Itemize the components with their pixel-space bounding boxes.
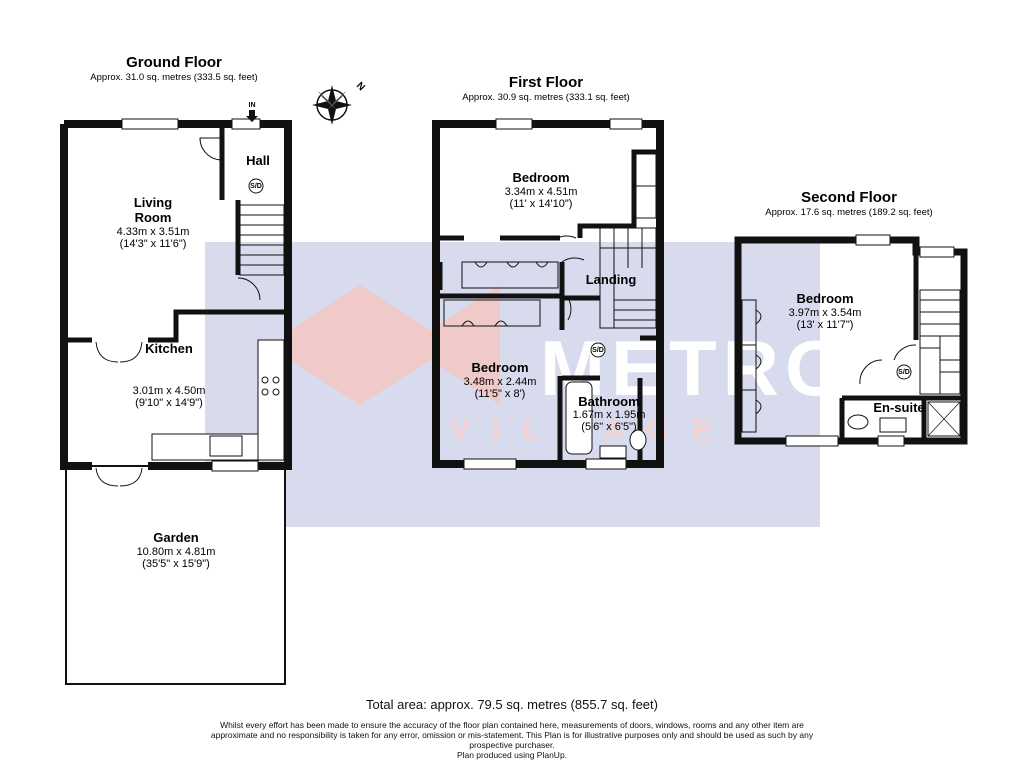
first-smoke-detector-icon bbox=[590, 342, 606, 358]
kitchen-side-units bbox=[257, 339, 285, 461]
ground-floor-plan: S/D IN Hall Living Room 4.33m x 3.51m (1… bbox=[60, 102, 292, 685]
window-bedroom1-b bbox=[609, 118, 643, 130]
kitchen-dim-ft: (9'10" x 14'9") bbox=[135, 397, 203, 409]
ground-floor-area: Approx. 31.0 sq. metres (333.5 sq. feet) bbox=[90, 72, 257, 83]
first-door-swings bbox=[553, 235, 585, 321]
second-floor-plan: S/D Bedroom 3.97m x 3.54m (13' x 11'7") … bbox=[734, 234, 968, 447]
ensuite-label: En-suite bbox=[873, 400, 924, 415]
window-kitchen bbox=[211, 460, 259, 472]
first-floor-title: First Floor bbox=[509, 74, 583, 91]
door-swing-living bbox=[199, 137, 223, 161]
disclaimer-line-2: approximate and no responsibility is tak… bbox=[210, 730, 814, 740]
window-bedroom3 bbox=[855, 234, 891, 246]
smoke-detector-icon bbox=[248, 178, 264, 194]
bedroom2-label: Bedroom bbox=[471, 360, 528, 375]
first-floor-area: Approx. 30.9 sq. metres (333.1 sq. feet) bbox=[462, 92, 629, 103]
window-living bbox=[121, 118, 179, 130]
ground-floor-title: Ground Floor bbox=[126, 54, 222, 71]
entrance-label: IN bbox=[249, 102, 256, 109]
second-door-swings bbox=[859, 344, 917, 385]
hall-label: Hall bbox=[246, 153, 270, 168]
watermark-logo-mark bbox=[290, 285, 500, 405]
compass-icon: N bbox=[312, 80, 367, 125]
second-outer-walls bbox=[734, 236, 968, 445]
kitchen-wall bbox=[64, 309, 288, 343]
second-interior-walls bbox=[839, 252, 964, 441]
window-bathroom bbox=[585, 458, 627, 470]
living-room-label-2: Room bbox=[135, 210, 172, 225]
window-ensuite bbox=[877, 435, 905, 447]
second-floor-title: Second Floor bbox=[801, 189, 897, 206]
watermark: METRO VILLAGE bbox=[205, 242, 846, 527]
kitchen-label: Kitchen bbox=[145, 341, 193, 356]
door-swing-garden bbox=[95, 467, 143, 487]
sink-icon bbox=[209, 435, 243, 457]
hob-icon bbox=[261, 376, 280, 396]
ground-stairs bbox=[239, 204, 285, 276]
shower-tray-lines bbox=[927, 401, 961, 437]
first-stairs bbox=[599, 227, 657, 329]
bedroom2-wall bbox=[440, 293, 565, 330]
bath-icon bbox=[565, 381, 593, 455]
bedroom2-dim-ft: (11'5" x 8') bbox=[475, 388, 526, 400]
bedroom1-label: Bedroom bbox=[512, 170, 569, 185]
second-smoke-detector-label: S/D bbox=[898, 369, 910, 376]
ensuite-toilet-icon bbox=[847, 414, 869, 430]
living-room-label-1: Living bbox=[134, 195, 172, 210]
ensuite-basin-icon bbox=[879, 417, 907, 433]
bathroom-dim-ft: (5'6" x 6'5") bbox=[581, 421, 636, 433]
door-swing-kitchen bbox=[95, 341, 143, 363]
hall-wall bbox=[219, 128, 241, 275]
landing-label: Landing bbox=[586, 272, 637, 287]
entrance-door bbox=[231, 118, 261, 130]
bedroom1-dim-m: 3.34m x 4.51m bbox=[505, 186, 578, 198]
first-outer-walls bbox=[432, 120, 664, 468]
garden-outline bbox=[65, 465, 286, 685]
window-bedroom3-lower bbox=[785, 435, 839, 447]
entrance-arrow-icon bbox=[246, 110, 258, 122]
garden-label: Garden bbox=[153, 530, 199, 545]
living-room-dim-m: 4.33m x 3.51m bbox=[117, 226, 190, 238]
bedroom3-dim-ft: (13' x 11'7") bbox=[797, 319, 854, 331]
smoke-detector-label: S/D bbox=[250, 183, 262, 190]
door-swing-hall bbox=[237, 277, 261, 301]
bedroom2-dim-m: 3.48m x 2.44m bbox=[464, 376, 537, 388]
total-area: Total area: approx. 79.5 sq. metres (855… bbox=[366, 697, 658, 712]
bathroom-dim-m: 1.67m x 1.95m bbox=[573, 409, 646, 421]
north-label: N bbox=[354, 80, 367, 93]
basin-icon bbox=[599, 445, 627, 459]
window-bedroom1-a bbox=[495, 118, 533, 130]
window-bedroom2 bbox=[463, 458, 517, 470]
window-stairs bbox=[919, 246, 955, 258]
bedroom1-dim-ft: (11' x 14'10") bbox=[510, 198, 573, 210]
kitchen-dim-m: 3.01m x 4.50m bbox=[133, 385, 206, 397]
bedroom3-label: Bedroom bbox=[796, 291, 853, 306]
bathroom-wall bbox=[557, 335, 660, 460]
second-stairs bbox=[919, 289, 961, 395]
disclaimer-line-1: Whilst every effort has been made to ens… bbox=[220, 720, 804, 730]
first-wardrobes bbox=[443, 151, 657, 327]
second-floor-area: Approx. 17.6 sq. metres (189.2 sq. feet) bbox=[765, 207, 932, 218]
disclaimer: Whilst every effort has been made to ens… bbox=[190, 720, 834, 760]
watermark-panel bbox=[205, 242, 820, 527]
bathroom-label: Bathroom bbox=[578, 394, 639, 409]
bedroom3-dim-m: 3.97m x 3.54m bbox=[789, 307, 862, 319]
disclaimer-line-4: Plan produced using PlanUp. bbox=[456, 750, 568, 760]
first-floor-plan: S/D Bedroom 3.34m x 4.51m (11' x 14'10")… bbox=[432, 118, 664, 470]
first-smoke-detector-label: S/D bbox=[592, 347, 604, 354]
second-smoke-detector-icon bbox=[896, 364, 912, 380]
garden-dim-ft: (35'5" x 15'9") bbox=[142, 558, 210, 570]
second-wardrobes bbox=[741, 299, 762, 433]
disclaimer-line-3: prospective purchaser. bbox=[469, 740, 555, 750]
toilet-icon bbox=[629, 429, 647, 451]
garden-dim-m: 10.80m x 4.81m bbox=[137, 546, 216, 558]
living-room-dim-ft: (14'3" x 11'6") bbox=[120, 238, 187, 250]
